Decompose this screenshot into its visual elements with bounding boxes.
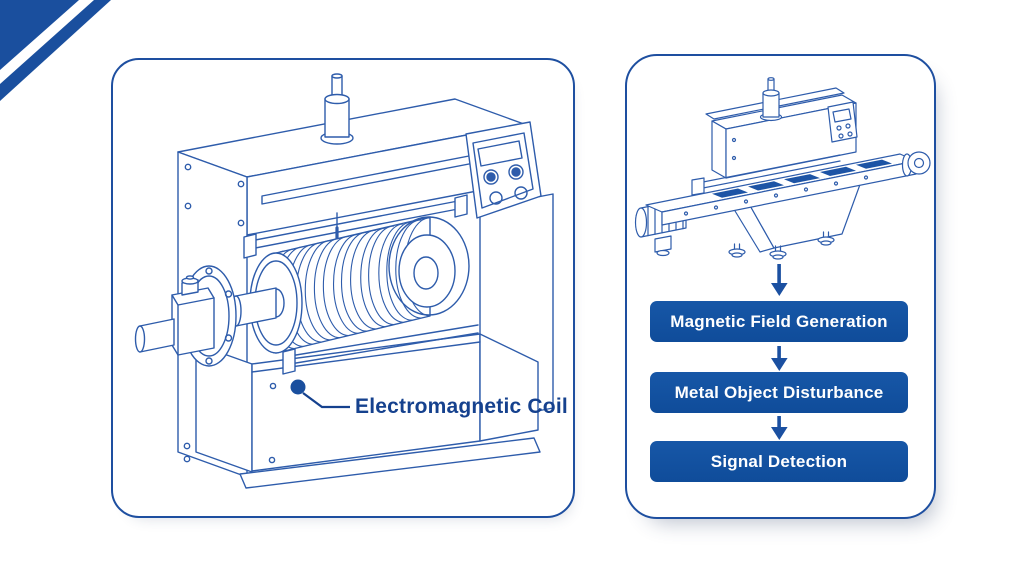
flow-step-magnetic-field-generation: Magnetic Field Generation [650,301,908,342]
flow-step-metal-object-disturbance: Metal Object Disturbance [650,372,908,413]
corner-triangle [0,0,79,70]
corner-stripe [0,0,111,101]
flow-step-label: Signal Detection [710,451,848,471]
coil-callout-label: Electromagnetic Coil [355,395,568,418]
flow-step-signal-detection: Signal Detection [650,441,908,482]
coil-machine-panel [111,58,575,518]
flow-step-label: Magnetic Field Generation [670,311,888,331]
corner-stripes-decoration [0,0,111,101]
flow-step-label: Metal Object Disturbance [674,382,884,402]
